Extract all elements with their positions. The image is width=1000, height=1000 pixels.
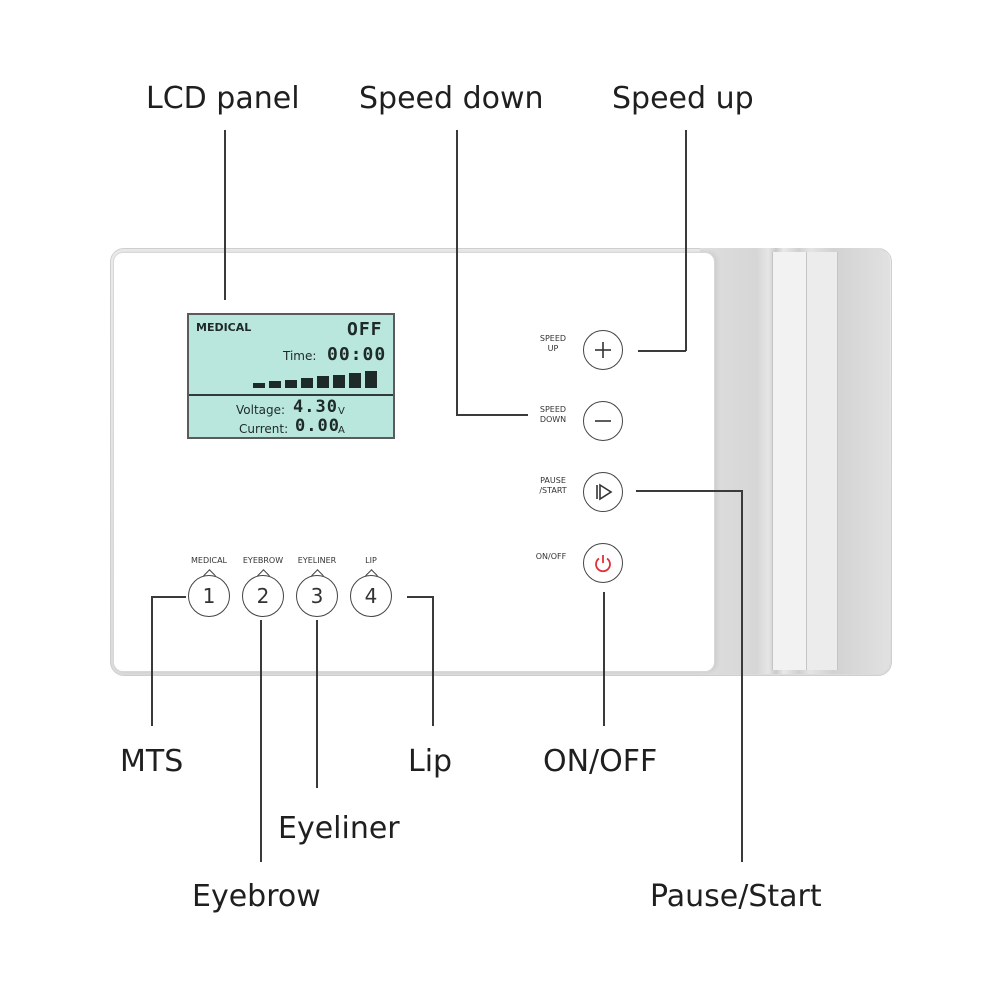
- lcd-time-value: 00:00: [327, 344, 387, 365]
- rail-groove: [806, 252, 838, 670]
- callout-eyeliner: Eyeliner: [278, 811, 400, 846]
- minus-icon: [595, 420, 611, 422]
- leader-pause-h: [636, 490, 742, 492]
- callout-on-off: ON/OFF: [543, 744, 658, 779]
- pause-start-label-line1: PAUSE: [540, 476, 566, 485]
- lcd-current-value: 0.00: [295, 416, 340, 436]
- leader-speed-down-v: [456, 130, 458, 415]
- lcd-level-bar: [253, 383, 265, 388]
- callout-speed-up: Speed up: [612, 81, 754, 116]
- lcd-state: OFF: [347, 319, 383, 340]
- speed-up-label-line2: UP: [547, 344, 559, 353]
- callout-eyebrow: Eyebrow: [192, 879, 321, 914]
- callout-lcd-panel: LCD panel: [146, 81, 300, 116]
- lcd-voltage-label: Voltage:: [236, 403, 286, 417]
- on-off-button[interactable]: [583, 543, 623, 583]
- power-icon: [595, 555, 611, 573]
- leader-eyebrow: [260, 620, 262, 862]
- mode-button-2[interactable]: 2: [242, 575, 284, 617]
- leader-speed-down-h: [456, 414, 528, 416]
- mode-button-1[interactable]: 1: [188, 575, 230, 617]
- leader-mts-v: [151, 596, 153, 726]
- pause-start-label-line2: /START: [539, 486, 567, 495]
- speed-down-label-line1: SPEED: [539, 405, 567, 414]
- lcd-current-unit: A: [338, 425, 345, 436]
- pause-start-button[interactable]: [583, 472, 623, 512]
- rail-groove: [772, 252, 808, 670]
- callout-speed-down: Speed down: [359, 81, 544, 116]
- leader-lcd: [224, 130, 226, 300]
- lcd-voltage-value: 4.30: [293, 397, 338, 417]
- lcd-level-bar: [269, 381, 281, 388]
- mode-label: EYELINER: [297, 556, 337, 565]
- callout-lip: Lip: [408, 744, 453, 779]
- lcd-mode: MEDICAL: [196, 321, 252, 334]
- leader-speed-up-v: [685, 130, 687, 351]
- mode-button-3[interactable]: 3: [296, 575, 338, 617]
- mode-button-4[interactable]: 4: [350, 575, 392, 617]
- lcd-voltage-unit: V: [338, 406, 345, 417]
- leader-on-off: [603, 592, 605, 726]
- lcd-level-bar: [365, 371, 377, 388]
- leader-eyeliner: [316, 620, 318, 788]
- speed-up-label-line1: SPEED: [539, 334, 567, 343]
- lcd-level-bar: [333, 374, 345, 388]
- lcd-panel: MEDICAL OFF Time: 00:00 Voltage: 4.30 V …: [187, 313, 395, 439]
- speed-down-button[interactable]: [583, 401, 623, 441]
- mode-label: EYEBROW: [242, 556, 284, 565]
- plus-icon: [595, 342, 611, 358]
- speed-up-button[interactable]: [583, 330, 623, 370]
- play-icon: [596, 483, 613, 501]
- on-off-label: ON/OFF: [535, 552, 567, 561]
- lcd-current-label: Current:: [239, 422, 289, 436]
- mode-label: MEDICAL: [191, 556, 227, 565]
- callout-pause-start: Pause/Start: [650, 879, 822, 914]
- lcd-time-label: Time:: [283, 349, 317, 363]
- leader-lip-h: [407, 596, 433, 598]
- lcd-level-bar: [317, 376, 329, 388]
- callout-mts: MTS: [120, 744, 184, 779]
- lcd-level-bar: [349, 372, 361, 388]
- leader-lip-v: [432, 596, 434, 726]
- lcd-divider: [189, 394, 393, 396]
- leader-pause-v: [741, 490, 743, 862]
- lcd-level-bar: [301, 377, 313, 388]
- speed-down-label-line2: DOWN: [539, 415, 567, 424]
- speed-down-label: SPEED DOWN: [533, 405, 573, 425]
- lcd-level-bars: [253, 371, 383, 388]
- leader-mts-h: [152, 596, 186, 598]
- leader-speed-up-h: [638, 350, 686, 352]
- speed-up-label: SPEED UP: [533, 334, 573, 354]
- lcd-level-bar: [285, 379, 297, 388]
- mode-label: LIP: [365, 556, 377, 565]
- pause-start-label: PAUSE /START: [532, 476, 574, 496]
